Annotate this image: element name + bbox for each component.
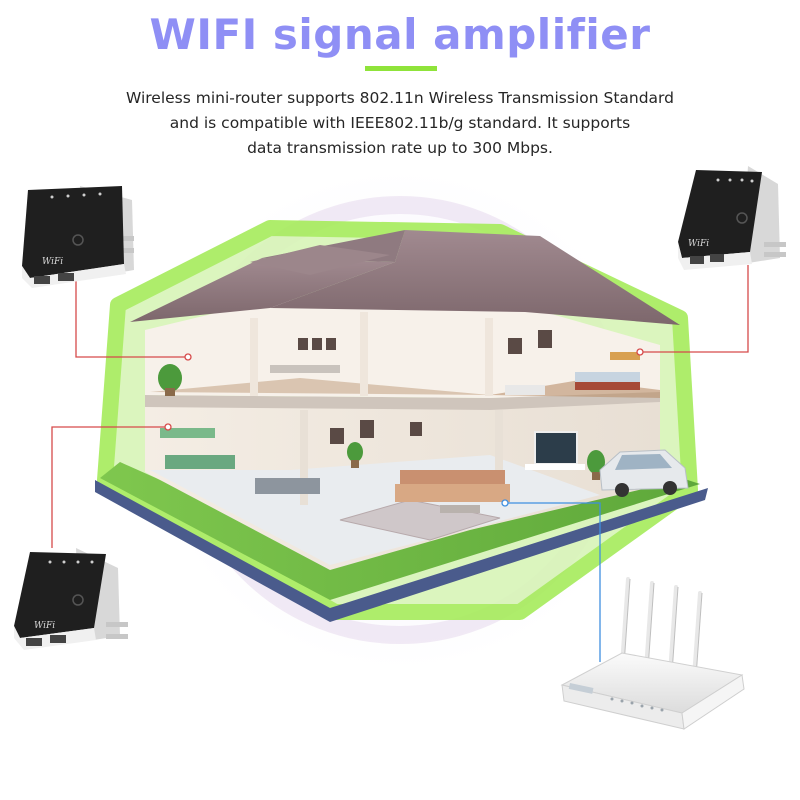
router-connector-dot xyxy=(501,499,509,507)
tv xyxy=(534,431,578,465)
roof-dormer xyxy=(250,245,390,275)
dining-set xyxy=(255,478,320,494)
interior-wall-1 xyxy=(250,318,258,396)
title-underline xyxy=(365,66,437,71)
roof-main xyxy=(270,230,680,325)
description-line-3: data transmission rate up to 300 Mbps. xyxy=(247,139,553,157)
interior-wall-5 xyxy=(495,410,503,480)
page-title: WIFI signal amplifier xyxy=(149,10,651,59)
sofa xyxy=(395,484,510,502)
wifi-repeater-top-left: WiFi xyxy=(22,186,134,288)
plant-lower xyxy=(347,442,363,468)
dining-table xyxy=(270,365,340,373)
plant-upper xyxy=(158,364,182,396)
upper-floorboards xyxy=(150,378,490,395)
tv-stand xyxy=(525,464,585,470)
wifi-repeater-top-right: WiFi xyxy=(678,166,786,270)
interior-wall-3 xyxy=(485,318,493,396)
interior-wall-2 xyxy=(360,312,368,396)
roof-left xyxy=(130,258,395,322)
interior-wall-4 xyxy=(300,410,308,505)
house-ground xyxy=(95,480,708,622)
repeater-logo: WiFi xyxy=(34,621,55,631)
wifi-router xyxy=(560,577,745,730)
product-description: Wireless mini-router supports 802.11n Wi… xyxy=(60,86,740,161)
upper-floor xyxy=(145,300,660,398)
wifi-repeater-bottom-left: WiFi xyxy=(14,548,128,650)
router-connector-line xyxy=(505,502,601,662)
plant-garage xyxy=(587,450,605,480)
wall-shelf xyxy=(610,352,640,360)
kitchen-cabinets xyxy=(160,428,215,438)
repeater-logo: WiFi xyxy=(688,239,709,249)
sofa-back xyxy=(400,470,505,484)
connector-dots xyxy=(164,348,644,431)
kitchen-counter xyxy=(165,455,235,469)
repeater-logo: WiFi xyxy=(42,257,63,267)
connector-lines xyxy=(51,265,749,548)
description-line-1: Wireless mini-router supports 802.11n Wi… xyxy=(125,89,674,107)
car xyxy=(599,449,689,497)
upper-floor-slab xyxy=(145,390,660,410)
coffee-table xyxy=(440,505,480,513)
wall-pictures xyxy=(298,330,552,444)
kids-bed xyxy=(505,385,545,395)
bed-frame xyxy=(575,382,640,390)
description-line-2: and is compatible with IEEE802.11b/g sta… xyxy=(169,114,631,132)
